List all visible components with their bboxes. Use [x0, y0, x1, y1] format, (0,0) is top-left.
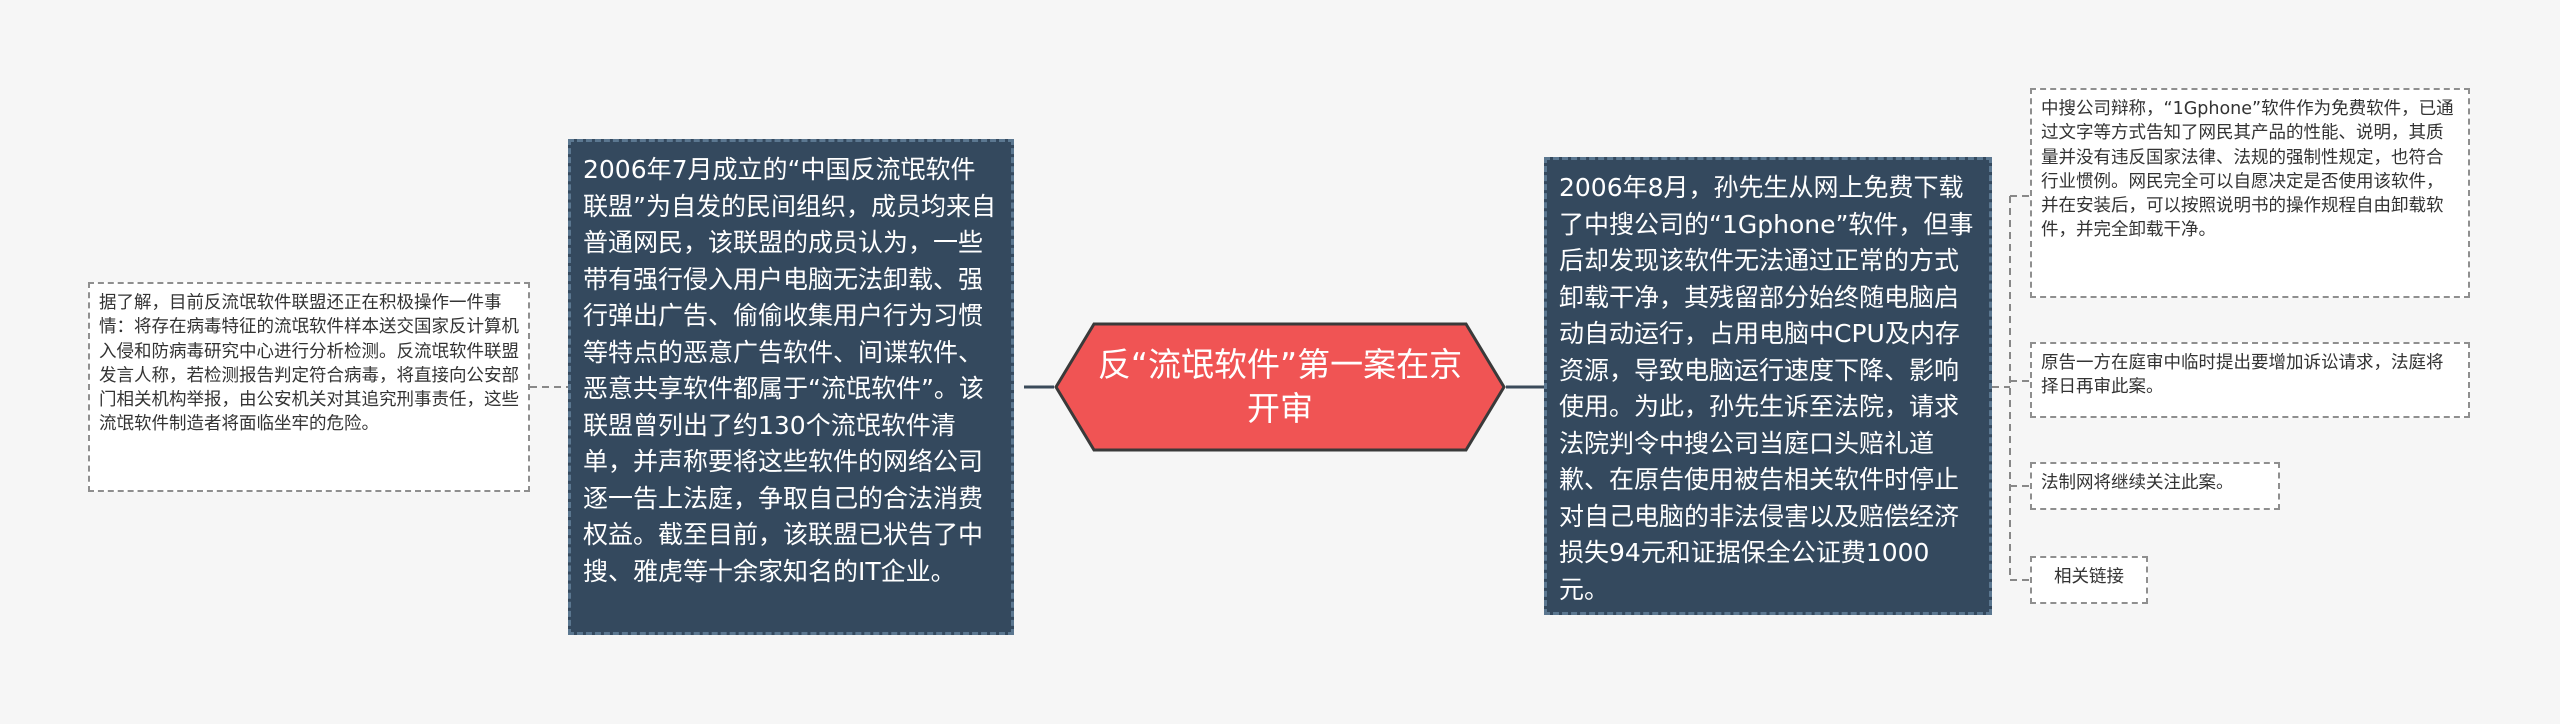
right-leaf-defense-text: 中搜公司辩称，“1Gphone”软件作为免费软件，已通过文字等方式告知了网民其产…	[2041, 99, 2454, 241]
left-leaf-topic[interactable]: 据了解，目前反流氓软件联盟还正在积极操作一件事情：将存在病毒特征的流氓软件样本送…	[88, 282, 530, 492]
right-leaf-related-links-text: 相关链接	[2054, 567, 2124, 587]
center-node-label: 反“流氓软件”第一案在京开审	[1097, 345, 1463, 428]
right-main-topic-text: 2006年8月，孙先生从网上免费下载了中搜公司的“1Gphone”软件，但事后却…	[1559, 173, 1974, 604]
center-node[interactable]: 反“流氓软件”第一案在京开审	[1054, 322, 1506, 452]
right-leaf-defense[interactable]: 中搜公司辩称，“1Gphone”软件作为免费软件，已通过文字等方式告知了网民其产…	[2030, 88, 2470, 298]
left-main-topic[interactable]: 2006年7月成立的“中国反流氓软件联盟”为自发的民间组织，成员均来自普通网民，…	[568, 139, 1014, 635]
right-leaf-follow-up-text: 法制网将继续关注此案。	[2041, 473, 2234, 493]
connector-right-leaves	[1992, 195, 2030, 581]
right-main-topic[interactable]: 2006年8月，孙先生从网上免费下载了中搜公司的“1Gphone”软件，但事后却…	[1544, 157, 1992, 615]
right-leaf-retrial-text: 原告一方在庭审中临时提出要增加诉讼请求，法庭将择日再审此案。	[2041, 353, 2444, 398]
right-leaf-related-links[interactable]: 相关链接	[2030, 556, 2148, 604]
left-leaf-topic-text: 据了解，目前反流氓软件联盟还正在积极操作一件事情：将存在病毒特征的流氓软件样本送…	[99, 293, 519, 435]
right-leaf-follow-up[interactable]: 法制网将继续关注此案。	[2030, 462, 2280, 510]
center-hexagon	[1054, 322, 1506, 452]
left-main-topic-text: 2006年7月成立的“中国反流氓软件联盟”为自发的民间组织，成员均来自普通网民，…	[583, 155, 996, 586]
right-leaf-retrial[interactable]: 原告一方在庭审中临时提出要增加诉讼请求，法庭将择日再审此案。	[2030, 342, 2470, 418]
